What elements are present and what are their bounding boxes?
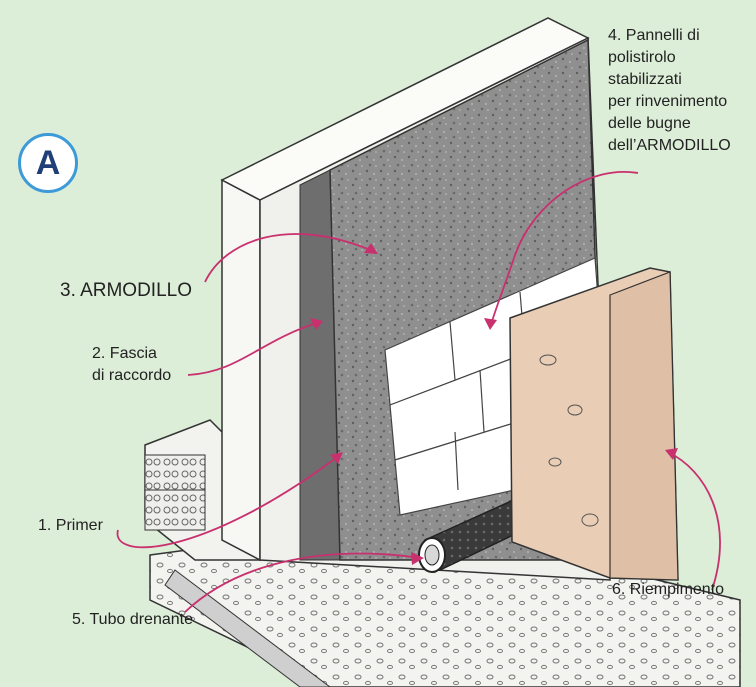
section-badge: A: [18, 133, 78, 193]
arrow-heads: [310, 243, 678, 565]
label-panels-line5: delle bugne: [608, 115, 691, 132]
label-riempimento: 6. Riempimento: [612, 581, 725, 598]
callout-arrows: [116, 171, 721, 613]
label-primer: 1. Primer: [38, 517, 103, 534]
wall-edge-face: [221, 178, 261, 562]
arrow-panels: [489, 171, 639, 329]
arrow-tubo: [184, 552, 421, 613]
arrow-armodillo: [204, 233, 376, 283]
label-armodillo: 3. ARMODILLO: [60, 280, 192, 301]
ground-front-edge: [164, 569, 331, 687]
label-panels-line6: dell’ARMODILLO: [608, 137, 731, 154]
floor-slab-layer: [144, 454, 206, 491]
label-panels-line2: polistirolo: [608, 49, 676, 66]
label-panels-line4: per rinvenimento: [608, 93, 728, 110]
label-fascia-line2: di raccordo: [92, 367, 172, 384]
label-panels-line1: 4. Pannelli di: [608, 27, 700, 44]
label-tubo: 5. Tubo drenante: [72, 611, 193, 628]
label-fascia-line1: 2. Fascia: [92, 345, 157, 362]
label-panels-line3: stabilizzati: [608, 71, 682, 88]
arrow-fascia: [187, 321, 321, 376]
floor-slab-layer-2: [144, 489, 206, 531]
fill-soil-block: [509, 267, 679, 581]
arrow-primer: [116, 454, 341, 549]
arrow-riempimento: [667, 451, 721, 591]
